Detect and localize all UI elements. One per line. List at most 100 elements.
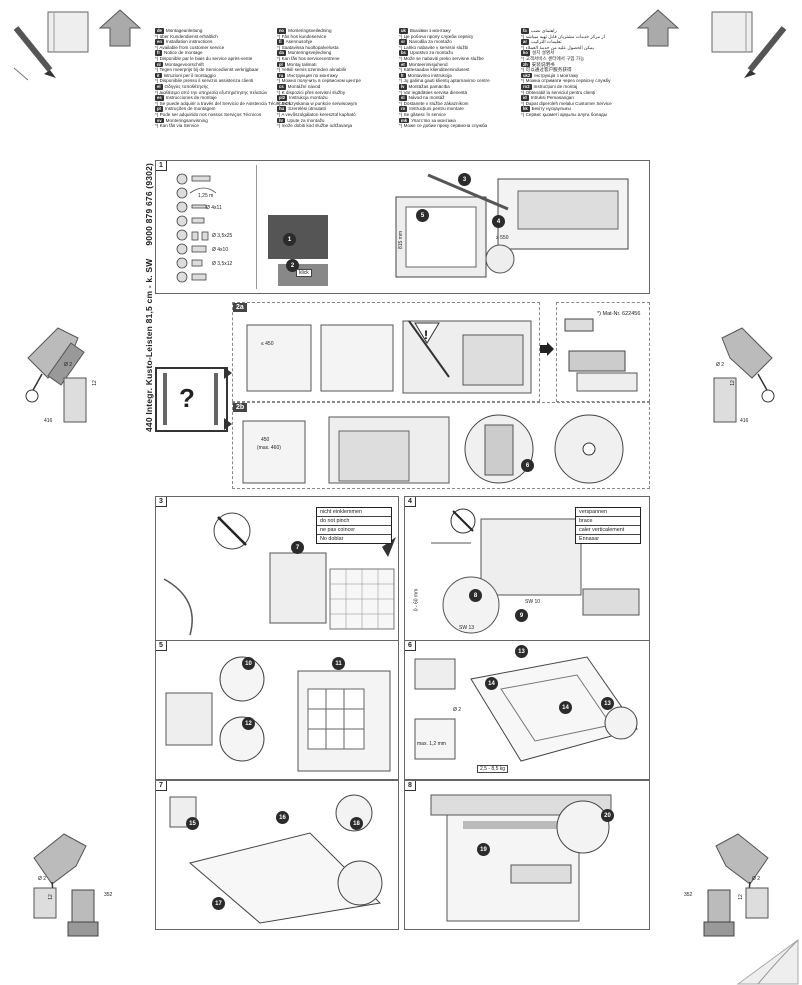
step-marker-11: 11	[332, 657, 345, 670]
language-code-badge: pl	[277, 61, 285, 68]
dim-drill: Ø 2	[453, 707, 462, 713]
step-marker-18: 18	[350, 817, 363, 830]
language-label: Инструкция по монтажу	[287, 72, 338, 78]
step-marker-1: 1	[283, 233, 296, 246]
step-panel-4: 4 verspannen brace caler verticalement E…	[404, 496, 650, 641]
depth-dim: ≥ 550	[496, 235, 509, 241]
dim-screw-2: Ø 3,5x25	[212, 233, 233, 239]
document-title: 440 Integr. Kusto-Leisten 81,5 cm - k. S…	[144, 162, 154, 432]
drill-right-diameter: Ø 2	[716, 362, 725, 368]
step-panel-7: 7 15 16 17 18	[155, 780, 399, 930]
language-label: Monteringsvejledning	[287, 50, 332, 56]
note-es: Ennasar	[579, 536, 600, 542]
panel-number: 8	[405, 781, 416, 791]
language-code-badge: ro2	[521, 83, 532, 90]
language-code-badge: mk	[399, 117, 410, 124]
panel-number: 3	[156, 497, 167, 507]
language-note: *) 可以通过客户服务获得	[521, 67, 572, 73]
bracket-illustration	[564, 318, 638, 392]
svg-text:!: !	[424, 328, 428, 342]
note-de: nicht einklemmen	[317, 508, 391, 517]
panel-number: 6	[405, 641, 416, 651]
language-label: Montageanleitung	[165, 28, 203, 33]
step-marker-13a: 13	[515, 645, 528, 658]
niche-illustration	[242, 414, 624, 484]
language-label: Montaj talimatı	[286, 61, 317, 67]
leveling-illustration	[431, 508, 640, 634]
language-label: 설치 설명서	[531, 50, 555, 56]
language-code-badge: lv	[399, 83, 407, 90]
drill-right-offset: 416	[740, 418, 749, 424]
dim-max-450: ≤ 450	[261, 341, 274, 347]
language-note: *) Var iegādāties servisa dienestā	[399, 89, 468, 95]
language-note: *) über Kundendienst erhältlich	[155, 33, 218, 39]
language-note: *) Dapat diperoleh melalui Customer Serv…	[521, 100, 612, 106]
drill-right-depth: 12	[729, 380, 736, 386]
dim-sw13: SW 13	[459, 625, 475, 631]
dim-450: 450	[261, 437, 270, 443]
language-label: Montāžas pamācība	[408, 83, 450, 89]
language-label: Istruzioni per il montaggio	[163, 72, 216, 78]
pencil-marking-icon-right	[711, 11, 787, 78]
language-label: Monteringsanvisning	[165, 117, 208, 123]
language-label: Installation instructions	[165, 39, 213, 45]
language-note: *) Може се добие преку сервисна служба	[399, 123, 488, 129]
drill-left-offset: 416	[44, 418, 53, 424]
step-panel-2a: 2a ! ≤ 450	[232, 302, 540, 402]
cabinet-measure-illustration: !	[246, 320, 532, 394]
dim-cable: 1,25 m	[198, 193, 214, 199]
language-note: *) Kättesaadav klienditeenindusest	[399, 67, 470, 73]
klick-label: klick	[296, 269, 312, 277]
language-note: *) Lahko nabavite v servisni službi	[399, 44, 469, 50]
language-code-badge: sv	[155, 117, 164, 124]
arrow-right-icon-2	[224, 418, 232, 430]
step-marker-12: 12	[242, 717, 255, 730]
language-note: *) Saatavissa huoltopalvelusta	[277, 44, 339, 50]
language-label: Návod na montáž	[408, 95, 445, 101]
note-de: verspannen	[576, 508, 640, 517]
step-marker-5: 5	[416, 209, 429, 222]
door-panel-illustration	[414, 656, 638, 762]
language-code-badge: el	[155, 83, 163, 90]
language-note: *) K dispozici přes servisní služby	[277, 89, 346, 95]
language-label: Notice de montage	[164, 50, 203, 56]
language-label: Montavimo instrukcija	[407, 72, 452, 78]
language-code-badge: et	[399, 61, 407, 68]
step-marker-2: 2	[286, 259, 299, 272]
language-note: *) Διαθέσιμο από την υπηρεσία εξυπηρέτησ…	[155, 89, 268, 95]
language-note: *) može dobiti kod službe održavanja	[277, 123, 353, 129]
step-marker-13b: 13	[601, 697, 614, 710]
language-code-badge: en	[155, 39, 164, 45]
dim-screw-1: Ø 4x11	[206, 205, 222, 211]
language-note: *) Fås hos kundeservice	[277, 33, 327, 39]
language-note: *) Можно получить в сервисном центре	[277, 78, 361, 84]
step-marker-15: 15	[186, 817, 199, 830]
template-illustration	[165, 656, 391, 772]
step-marker-20: 20	[601, 809, 614, 822]
language-code-badge: ro	[399, 106, 408, 112]
language-note: *) Pode ser adquirido nos nossos Serviço…	[155, 111, 262, 117]
language-label: 安装说明书	[531, 61, 555, 67]
language-code-badge: kk	[521, 106, 530, 112]
step-panel-6: 6 13 13 14 14 Ø 2 max. 1,2 mm 2,5 - 8,5 …	[404, 640, 650, 780]
question-door-panel: ?	[155, 367, 228, 432]
note-en: do not pinch	[317, 517, 391, 526]
mat-number: *) Mat-Nr. 622456	[597, 311, 641, 317]
language-code-badge: da	[277, 50, 286, 56]
